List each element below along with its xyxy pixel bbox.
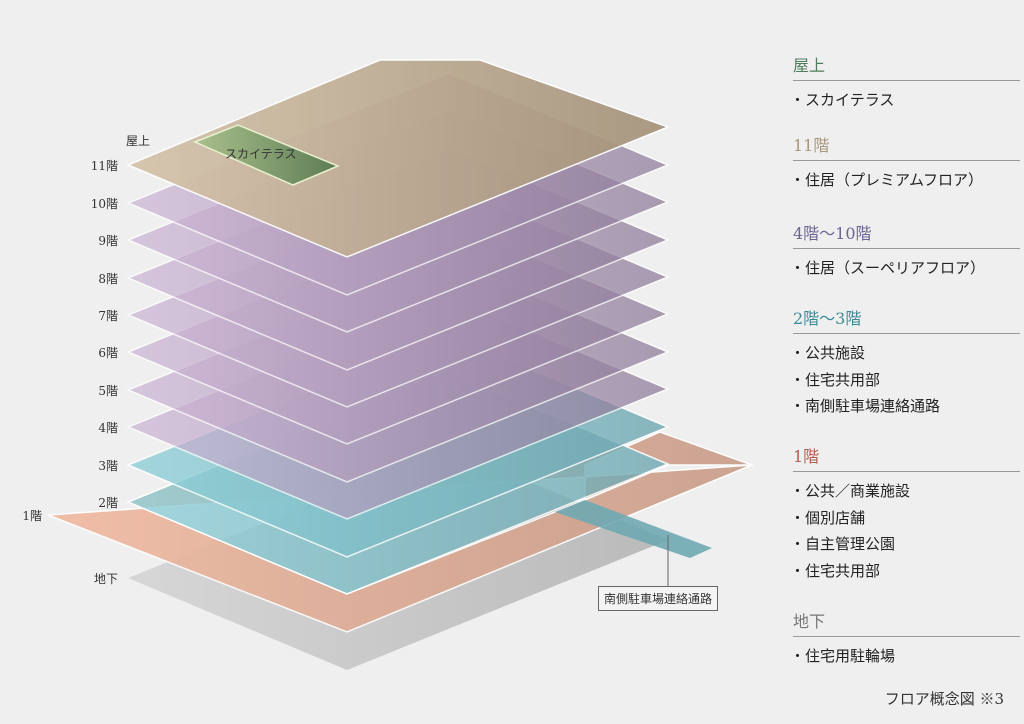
label-5f: 5階 [98,384,118,398]
legend-item: ・住居（プレミアムフロア） [790,171,984,189]
label-basement: 地下 [93,572,118,586]
legend-item: ・公共施設 [790,344,866,362]
legend-item: ・個別店舗 [790,508,866,527]
label-2f: 2階 [98,496,118,510]
label-rooftop: 屋上 [126,134,151,148]
floor-stack-illustration [47,59,755,670]
legend-item: ・住宅共用部 [790,370,881,389]
legend-item: ・住居（スーペリアフロア） [790,259,986,277]
legend-heading: 2階〜3階 [793,305,1020,334]
legend-heading: 地下 [793,608,1020,637]
label-8f: 8階 [98,272,118,286]
legend-item: ・スカイテラス [790,91,895,109]
legend-heading: 11階 [793,132,1020,161]
sky-terrace-area [193,124,340,186]
diagram-caption: フロア概念図 ※3 [884,690,1004,708]
label-3f: 3階 [98,459,118,473]
parking-passage-callout: 南側駐車場連絡通路 [598,586,719,611]
legend-heading: 屋上 [793,52,1020,81]
legend-item: ・自主管理公園 [790,535,896,553]
legend-item: ・公共／商業施設 [790,482,911,500]
label-sky-terrace: スカイテラス [225,147,297,161]
label-9f: 9階 [98,234,118,248]
legend-heading: 4階〜10階 [793,220,1020,249]
legend-item: ・住宅共用部 [790,561,881,580]
label-11f: 11階 [90,159,118,173]
label-7f: 7階 [98,309,118,323]
label-1f: 1階 [22,509,42,523]
label-4f: 4階 [98,421,118,435]
floor-11-plate [126,59,671,258]
legend-item: ・南側駐車場連絡通路 [790,397,941,415]
parking-passage-plate [555,500,712,558]
label-10f: 10階 [90,197,118,211]
legend-item: ・住宅用駐輪場 [790,647,896,665]
label-6f: 6階 [98,346,118,360]
legend-heading: 1階 [793,443,1020,472]
